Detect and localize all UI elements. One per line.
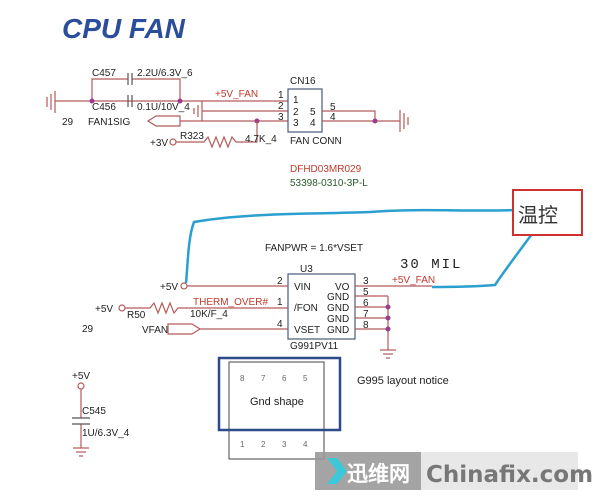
page-ref: 29 — [82, 324, 94, 335]
c457-value: 2.2U/6.3V_6 — [137, 68, 193, 79]
ic-part: G991PV11 — [290, 341, 339, 352]
page-ref: 29 — [62, 117, 74, 128]
vfan-label: VFAN — [142, 325, 168, 336]
pin-number: 7 — [363, 309, 369, 320]
c545-label: C545 — [82, 406, 106, 417]
pin-number: 2 — [277, 276, 283, 287]
pad-number: 6 — [282, 374, 287, 383]
c457-label: C457 — [92, 68, 116, 79]
pin-name: VIN — [294, 282, 311, 293]
ground-icon — [73, 447, 89, 457]
r323-value: 4.7K_4 — [245, 134, 277, 145]
part-number-red: DFHD03MR029 — [290, 164, 362, 175]
layout-notice-section: +5V C545 1U/6.3V_4 8 7 6 5 Gnd shape 1 2… — [72, 356, 449, 460]
watermark: 迅维网 Chinafix.com — [315, 452, 593, 490]
watermark-cn: 迅维网 — [347, 462, 410, 486]
fan1sig-label: FAN1SIG — [88, 117, 130, 128]
pad-number: 1 — [240, 440, 245, 449]
pin-number: 1 — [278, 90, 284, 101]
pad-number: 7 — [261, 374, 266, 383]
ground-icon — [380, 349, 396, 359]
pin-number: 2 — [278, 101, 284, 112]
c545-value: 1U/6.3V_4 — [82, 428, 130, 439]
u3-label: U3 — [300, 264, 313, 275]
pin-name: /FON — [294, 303, 318, 314]
formula: FANPWR = 1.6*VSET — [265, 243, 363, 254]
pin-number: 3 — [278, 112, 284, 123]
pad-number: 5 — [303, 374, 308, 383]
pin-number: 1 — [293, 95, 299, 106]
c456-label: C456 — [92, 102, 116, 113]
pin-number: 5 — [310, 107, 316, 118]
pin-number: 4 — [330, 112, 336, 123]
pin-number: 3 — [293, 118, 299, 129]
plus5v-label: +5V — [95, 304, 113, 315]
fan-conn-label: FAN CONN — [290, 136, 342, 147]
annotation-box — [512, 189, 583, 236]
plus5v-label: +5V — [72, 371, 90, 382]
pin-number: 2 — [293, 107, 299, 118]
part-number: 53398-0310-3P-L — [290, 178, 368, 189]
pin-number: 8 — [363, 320, 369, 331]
trace-width: 30 MIL — [400, 257, 462, 273]
net-5v-fan: +5V_FAN — [392, 275, 435, 286]
r50-label: R50 — [127, 310, 146, 321]
pin-number: 5 — [363, 287, 369, 298]
gnd-shape-label: Gnd shape — [250, 396, 304, 408]
pin-number: 5 — [330, 102, 336, 113]
layout-notice: G995 layout notice — [357, 375, 449, 387]
watermark-en: Chinafix.com — [426, 462, 593, 488]
pad-number: 4 — [303, 440, 308, 449]
fan1sig-port — [146, 115, 181, 127]
cn16-box — [287, 88, 323, 133]
ground-icon — [193, 101, 288, 121]
c456-value: 0.1U/10V_4 — [137, 102, 190, 113]
ground-icon — [399, 110, 409, 132]
pin-name: GND — [327, 292, 349, 303]
r323-label: R323 — [180, 131, 204, 142]
vfan-port — [167, 323, 288, 335]
r50-value: 10K/F_4 — [190, 309, 228, 320]
pad-number: 3 — [282, 440, 287, 449]
pin-name: GND — [327, 314, 349, 325]
u3-box — [287, 273, 356, 340]
pin-name: VSET — [294, 325, 320, 336]
annotation-label: 温控 — [518, 203, 558, 227]
ground-icon — [46, 91, 56, 113]
pin-number: 1 — [277, 297, 283, 308]
annotation-trace — [184, 208, 516, 284]
cn16-label: CN16 — [290, 76, 316, 87]
net-5v-fan: +5V_FAN — [215, 89, 258, 100]
title: CPU FAN — [62, 13, 186, 44]
pad-number: 8 — [240, 374, 245, 383]
pin-name: GND — [327, 303, 349, 314]
pin-name: VO — [335, 282, 350, 293]
fan-connector-section: C457 2.2U/6.3V_6 C456 0.1U/10V_4 29 +5V_… — [46, 68, 409, 189]
pin-number: 4 — [310, 118, 316, 129]
fan-driver-section: 温控 FANPWR = 1.6*VSET 30 MIL U3 +5V 2 VIN… — [82, 189, 583, 359]
pin-number: 6 — [363, 298, 369, 309]
gnd-shape-outline — [217, 356, 342, 432]
plus3v-label: +3V — [150, 138, 168, 149]
pad-number: 2 — [261, 440, 266, 449]
annotation-trace — [431, 229, 537, 289]
pin-name: GND — [327, 325, 349, 336]
therm-over-net: THERM_OVER# — [193, 297, 268, 308]
package-outline — [228, 361, 325, 460]
pin-number: 3 — [363, 276, 369, 287]
plus5v-label: +5V — [160, 282, 178, 293]
pin-number: 4 — [277, 319, 283, 330]
chevron-icon — [327, 458, 347, 484]
